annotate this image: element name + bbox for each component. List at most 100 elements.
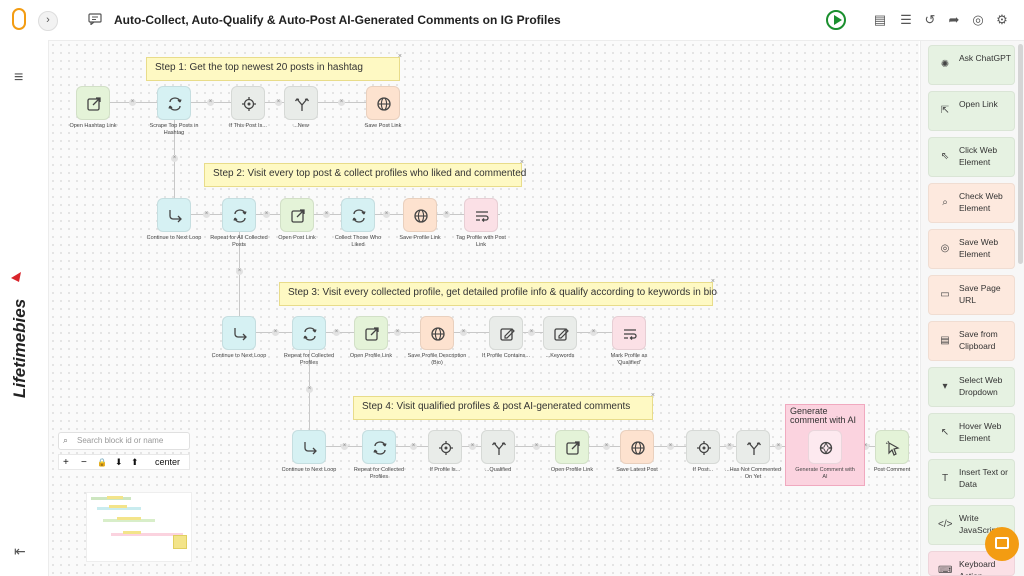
connector-dot[interactable]: × [410,443,417,450]
connector-dot[interactable]: × [775,443,782,450]
node-label: ...Keywords [545,353,575,359]
settings-icon[interactable]: ⚙ [996,12,1008,27]
connector-dot[interactable]: × [338,99,345,106]
palette-save-page-url[interactable]: ▭Save Page URL [928,275,1015,315]
connector-dot[interactable]: × [306,386,313,393]
connector-dot[interactable]: × [603,443,610,450]
connector-dot[interactable]: × [333,329,340,336]
palette-select-dropdown[interactable]: ▾Select Web Dropdown [928,367,1015,407]
close-icon[interactable]: × [397,53,402,60]
check-icon[interactable]: ◎ [972,12,984,27]
hamburger-icon[interactable]: ≡ [14,69,24,86]
node-if-post-is[interactable] [231,86,265,120]
node-generate-comment-ai[interactable] [808,430,842,464]
node-open-profile-link[interactable] [354,316,388,350]
close-icon[interactable]: × [710,278,715,285]
node-if-profile-contains[interactable] [489,316,523,350]
connector-dot[interactable]: × [383,211,390,218]
node-continue-next-loop[interactable] [292,430,326,464]
palette-ask-chatgpt[interactable]: ✺Ask ChatGPT [928,45,1015,85]
logout-icon[interactable]: ⇤ [14,543,26,559]
connector-dot[interactable]: × [469,443,476,450]
collapse-button[interactable]: › [38,11,58,31]
node-qualified[interactable] [481,430,515,464]
connector-dot[interactable]: × [460,329,467,336]
node-continue-next-loop[interactable] [157,198,191,232]
connector-dot[interactable]: × [275,99,282,106]
minimap-viewport[interactable] [173,535,187,549]
upload-button[interactable]: ⬆ [131,457,139,467]
node-save-post-link[interactable] [366,86,400,120]
palette-click-web-element[interactable]: ⇖Click Web Element [928,137,1015,177]
connector-dot[interactable]: × [236,268,243,275]
palette-save-web-element[interactable]: ◎Save Web Element [928,229,1015,269]
connector-dot[interactable]: × [203,211,210,218]
step3-note[interactable]: Step 3: Visit every collected profile, g… [279,278,717,306]
connector-dot[interactable]: × [341,443,348,450]
node-open-profile-link[interactable] [555,430,589,464]
minimap[interactable] [86,492,192,562]
connector-dot[interactable]: × [394,329,401,336]
node-label: If This Post Is... [229,123,267,129]
watermark-logo: Lifetimebies [10,272,29,398]
node-if-post[interactable] [686,430,720,464]
node-open-post-link[interactable] [280,198,314,232]
node-repeat-profiles[interactable] [362,430,396,464]
share-icon[interactable]: ➦ [948,12,960,27]
run-button[interactable] [826,10,846,30]
node-keywords[interactable] [543,316,577,350]
palette-save-clipboard[interactable]: ▤Save from Clipboard [928,321,1015,361]
history-icon[interactable]: ↺ [924,12,936,27]
node-save-profile-link[interactable] [403,198,437,232]
connector-dot[interactable]: × [590,329,597,336]
search-input[interactable]: ⌕ Search block id or name [58,432,190,450]
connector-dot[interactable]: × [129,99,136,106]
node-new[interactable] [284,86,318,120]
palette-check-web-element[interactable]: ⌕Check Web Element [928,183,1015,223]
node-post-comment[interactable] [875,430,909,464]
connector-dot[interactable]: × [263,211,270,218]
workflow-canvas[interactable] [49,41,919,576]
check-element-icon: ⌕ [942,197,948,208]
step4-note[interactable]: Step 4: Visit qualified profiles & post … [353,392,655,420]
app-logo[interactable] [12,8,26,30]
connector-dot[interactable]: × [667,443,674,450]
list-icon[interactable]: ☰ [900,12,912,27]
node-continue-next-loop[interactable] [222,316,256,350]
node-not-commented[interactable] [736,430,770,464]
lock-button[interactable]: 🔒 [97,458,107,467]
connector-dot[interactable]: × [171,155,178,162]
zoom-out-button[interactable]: − [81,457,87,468]
connector-dot[interactable]: × [207,99,214,106]
connector-dot[interactable]: × [528,329,535,336]
connector-dot[interactable]: × [272,329,279,336]
node-mark-qualified[interactable] [612,316,646,350]
node-if-profile-is[interactable] [428,430,462,464]
connector-dot[interactable]: × [323,211,330,218]
node-save-profile-bio[interactable] [420,316,454,350]
step1-note[interactable]: Step 1: Get the top newest 20 posts in h… [146,53,402,81]
connector-dot[interactable]: × [726,443,733,450]
step2-note[interactable]: Step 2: Visit every top post & collect p… [204,159,526,187]
connector-dot[interactable]: × [533,443,540,450]
palette-scrollbar[interactable] [1018,44,1023,264]
node-repeat-profiles[interactable] [292,316,326,350]
node-repeat-all-posts[interactable] [222,198,256,232]
zoom-in-button[interactable]: + [63,457,69,468]
node-tag-profile[interactable] [464,198,498,232]
notes-icon[interactable]: ▤ [873,12,887,27]
close-icon[interactable]: × [519,159,524,166]
palette-open-link[interactable]: ⇱Open Link [928,91,1015,131]
connector-dot[interactable]: × [862,443,869,450]
node-open-hashtag-link[interactable] [76,86,110,120]
chat-support-button[interactable] [985,527,1019,561]
download-button[interactable]: ⬇ [115,457,123,467]
node-save-latest-post[interactable] [620,430,654,464]
center-button[interactable]: center [155,457,181,467]
node-scrape-top-posts[interactable] [157,86,191,120]
node-collect-liked[interactable] [341,198,375,232]
close-icon[interactable]: × [650,392,655,399]
connector-dot[interactable]: × [443,211,450,218]
palette-hover-web-element[interactable]: ↖Hover Web Element [928,413,1015,453]
